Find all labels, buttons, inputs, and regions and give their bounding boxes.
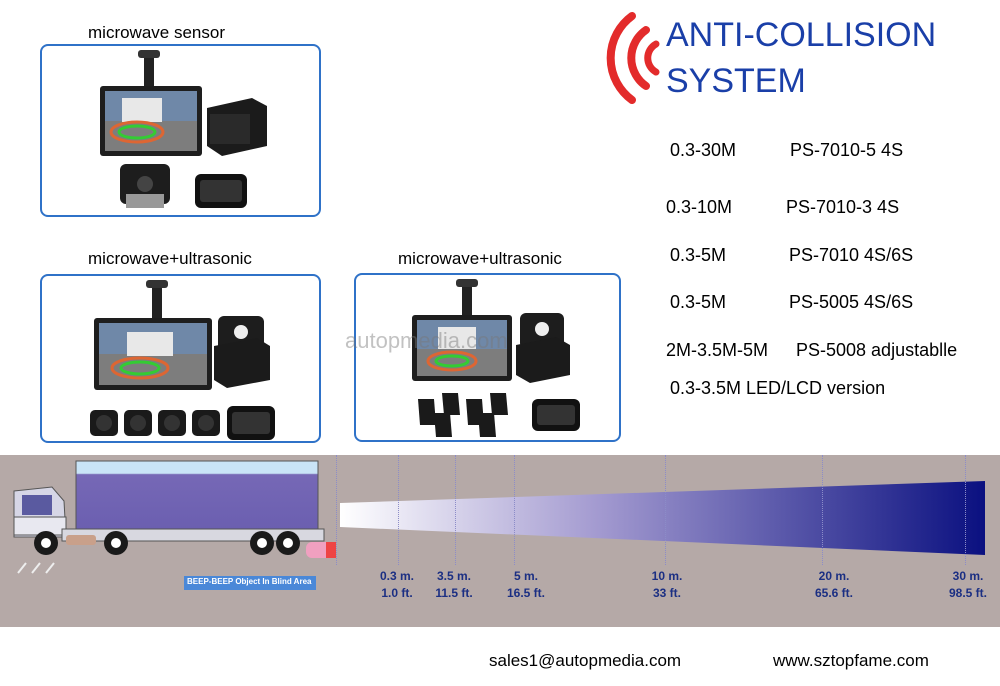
product-image-microwave-sensor <box>40 44 321 217</box>
spec-model-4: PS-5005 4S/6S <box>789 292 914 312</box>
page-title-line-1: ANTI-COLLISION <box>666 16 937 54</box>
spec-range-2: 0.3-10M <box>666 197 733 217</box>
detection-range-diagram: BEEP-BEEP Object In Blind Area 0.3 m.1.0… <box>0 455 1000 627</box>
range-tick-5m <box>455 455 456 565</box>
signal-waves-icon <box>606 12 660 104</box>
product-caption-2: microwave+ultrasonic <box>88 249 252 268</box>
product-caption-3: microwave+ultrasonic <box>398 249 562 268</box>
spec-range-1: 0.3-30M <box>670 140 737 160</box>
distance-label-3: 5 m.16.5 ft. <box>506 569 545 600</box>
distance-label-5: 20 m.65.6 ft. <box>814 569 853 600</box>
spec-model-2: PS-7010-3 4S <box>786 197 900 217</box>
product-image-microwave-ultrasonic-2 <box>354 273 621 442</box>
spec-range-3: 0.3-5M <box>670 245 727 265</box>
range-tick-5m-b <box>514 455 515 565</box>
spec-range-5: 2M-3.5M-5M <box>666 340 769 360</box>
distance-label-6: 30 m.98.5 ft. <box>948 569 987 600</box>
spec-range-4: 0.3-5M <box>670 292 727 312</box>
range-tick-3-5m <box>398 455 399 565</box>
distance-label-1: 0.3 m.1.0 ft. <box>379 569 415 600</box>
range-tick-0-3m <box>336 455 337 565</box>
distance-label-2: 3.5 m.11.5 ft. <box>435 569 473 600</box>
spec-range-6: 0.3-3.5M LED/LCD version <box>670 378 886 398</box>
product-image-microwave-ultrasonic-1 <box>40 274 321 443</box>
footer-email[interactable]: sales1@autopmedia.com <box>489 651 682 670</box>
spec-model-3: PS-7010 4S/6S <box>789 245 914 265</box>
range-tick-30m <box>965 455 966 565</box>
range-tick-20m <box>822 455 823 565</box>
footer-website[interactable]: www.sztopfame.com <box>773 651 929 670</box>
page-title-line-2: SYSTEM <box>666 62 806 100</box>
range-tick-10m <box>665 455 666 565</box>
blind-area-label: BEEP-BEEP Object In Blind Area <box>187 577 312 586</box>
watermark: autopmedia.com <box>345 328 508 353</box>
spec-model-1: PS-7010-5 4S <box>790 140 904 160</box>
product-caption-1: microwave sensor <box>88 23 225 42</box>
spec-model-5: PS-5008 adjustablle <box>796 340 958 360</box>
distance-label-4: 10 m.33 ft. <box>651 569 683 600</box>
